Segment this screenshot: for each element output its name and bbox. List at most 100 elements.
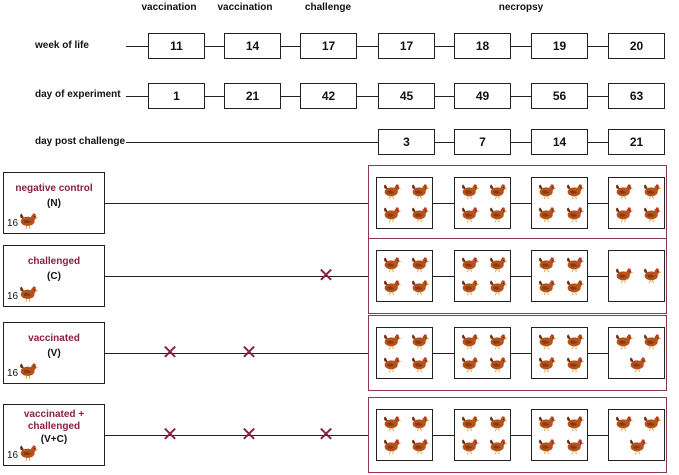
- hen-icon: [383, 357, 402, 373]
- cross-icon: ✕: [161, 342, 179, 364]
- hen-icon: [461, 357, 480, 373]
- group-abbr: (C): [47, 271, 61, 282]
- timeline-box-week-of-life-3: 17: [300, 33, 357, 59]
- timeline-box-day-post-challenge-2: 7: [454, 129, 511, 155]
- group-timeline-line: [105, 353, 376, 354]
- hen-icon: [538, 416, 557, 432]
- hen-icon: [538, 207, 557, 223]
- hen-icon: [489, 439, 508, 455]
- hen-icon: [411, 439, 430, 455]
- group-abbr: (V): [47, 348, 61, 359]
- necropsy-pen: [454, 409, 511, 461]
- hen-icon: [643, 416, 662, 432]
- hen-icon: [383, 257, 402, 273]
- phase-challenge: challenge: [304, 2, 352, 13]
- hen-icon: [629, 439, 648, 455]
- hen-icon: [629, 357, 648, 373]
- group-count: 16: [7, 218, 19, 229]
- phase-necropsy: necropsy: [498, 2, 544, 13]
- hen-icon: [566, 334, 585, 350]
- hen-icon: [461, 334, 480, 350]
- hen-icon: [489, 334, 508, 350]
- hen-icon: [411, 280, 430, 296]
- timeline-box-day-of-experiment-6: 56: [531, 83, 588, 109]
- group-timeline-line: [105, 203, 376, 204]
- group-name: challenged: [27, 256, 81, 267]
- hen-icon: [566, 439, 585, 455]
- hen-icon: [615, 416, 634, 432]
- hen-icon: [383, 334, 402, 350]
- hen-icon: [411, 207, 430, 223]
- group-count: 16: [7, 291, 19, 302]
- hen-icon: [615, 184, 634, 200]
- hen-icon: [461, 207, 480, 223]
- row-label-week-of-life: week of life: [35, 40, 89, 51]
- group-box: challenged (C) 16: [3, 245, 105, 307]
- necropsy-pen: [608, 409, 665, 461]
- hen-icon: [538, 280, 557, 296]
- hen-icon: [461, 280, 480, 296]
- hen-icon: [538, 439, 557, 455]
- hen-icon: [461, 416, 480, 432]
- hen-icon: [615, 207, 634, 223]
- hen-icon: [538, 257, 557, 273]
- cross-icon: ✕: [317, 424, 335, 446]
- hen-icon: [643, 334, 662, 350]
- necropsy-pen: [376, 177, 433, 229]
- timeline-box-day-of-experiment-1: 1: [148, 83, 205, 109]
- group-count: 16: [7, 450, 19, 461]
- necropsy-pen: [454, 327, 511, 379]
- hen-icon: [489, 416, 508, 432]
- group-name: vaccinated: [28, 333, 80, 344]
- group-name: negative control: [15, 183, 93, 194]
- timeline-box-week-of-life-4: 17: [378, 33, 435, 59]
- hen-icon: [411, 357, 430, 373]
- hen-icon: [383, 207, 402, 223]
- necropsy-pen: [376, 250, 433, 302]
- hen-icon: [538, 357, 557, 373]
- phase-vaccination-1: vaccination: [141, 2, 197, 13]
- timeline-box-week-of-life-1: 11: [148, 33, 205, 59]
- hen-icon: [566, 280, 585, 296]
- timeline-box-week-of-life-2: 14: [224, 33, 281, 59]
- hen-icon: [20, 363, 39, 380]
- timeline-box-day-of-experiment-3: 42: [300, 83, 357, 109]
- necropsy-pen: [608, 177, 665, 229]
- group-box: negative control (N) 16: [3, 172, 105, 234]
- hen-icon: [411, 416, 430, 432]
- hen-icon: [383, 280, 402, 296]
- hen-icon: [461, 184, 480, 200]
- necropsy-pen: [531, 327, 588, 379]
- timeline-box-day-post-challenge-1: 3: [378, 129, 435, 155]
- timeline-box-day-of-experiment-7: 63: [608, 83, 665, 109]
- hen-icon: [20, 286, 39, 303]
- group-abbr: (V+C): [40, 434, 68, 445]
- necropsy-pen: [454, 177, 511, 229]
- hen-icon: [383, 439, 402, 455]
- hen-icon: [538, 184, 557, 200]
- hen-icon: [461, 257, 480, 273]
- hen-icon: [615, 268, 634, 284]
- cross-icon: ✕: [317, 265, 335, 287]
- group-count: 16: [7, 368, 19, 379]
- timeline-box-day-post-challenge-3: 14: [531, 129, 588, 155]
- group-timeline-line: [105, 435, 376, 436]
- timeline-box-day-of-experiment-4: 45: [378, 83, 435, 109]
- hen-icon: [538, 334, 557, 350]
- hen-icon: [20, 445, 39, 462]
- necropsy-pen: [531, 177, 588, 229]
- phase-vaccination-2: vaccination: [217, 2, 273, 13]
- cross-icon: ✕: [240, 424, 258, 446]
- necropsy-pen: [376, 327, 433, 379]
- hen-icon: [566, 257, 585, 273]
- hen-icon: [489, 280, 508, 296]
- hen-icon: [411, 257, 430, 273]
- hen-icon: [566, 357, 585, 373]
- hen-icon: [566, 184, 585, 200]
- group-abbr: (N): [47, 198, 61, 209]
- hen-icon: [643, 268, 662, 284]
- hen-icon: [615, 334, 634, 350]
- timeline-box-day-post-challenge-4: 21: [608, 129, 665, 155]
- necropsy-pen: [531, 409, 588, 461]
- group-box: vaccinated + challenged(V+C)16: [3, 404, 105, 466]
